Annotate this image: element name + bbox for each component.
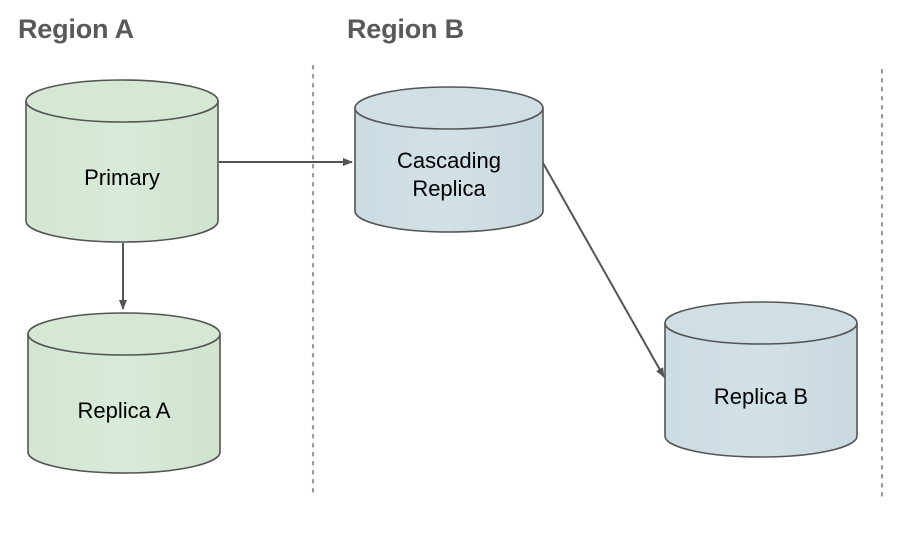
replica-a-cylinder-top [27,312,221,356]
connections [119,158,665,378]
region-label-b: Region B [347,14,464,44]
replica-b-cylinder-body [664,322,858,458]
node-cascading-replica[interactable] [354,86,544,233]
cascading-replica-cylinder-top [354,86,544,130]
primary-cylinder-body [25,100,219,243]
region-dividers [311,64,884,498]
replica-b-cylinder-top [664,301,858,345]
node-replica-b[interactable] [664,301,858,458]
arrow-cascading-replica-to-replica-b [542,162,665,378]
node-replica-a[interactable] [27,312,221,474]
replica-a-cylinder-body [27,333,221,474]
primary-cylinder-top [25,79,219,123]
region-label-a: Region A [18,14,134,44]
node-primary[interactable] [25,79,219,243]
cascading-replica-cylinder-body [354,107,544,233]
